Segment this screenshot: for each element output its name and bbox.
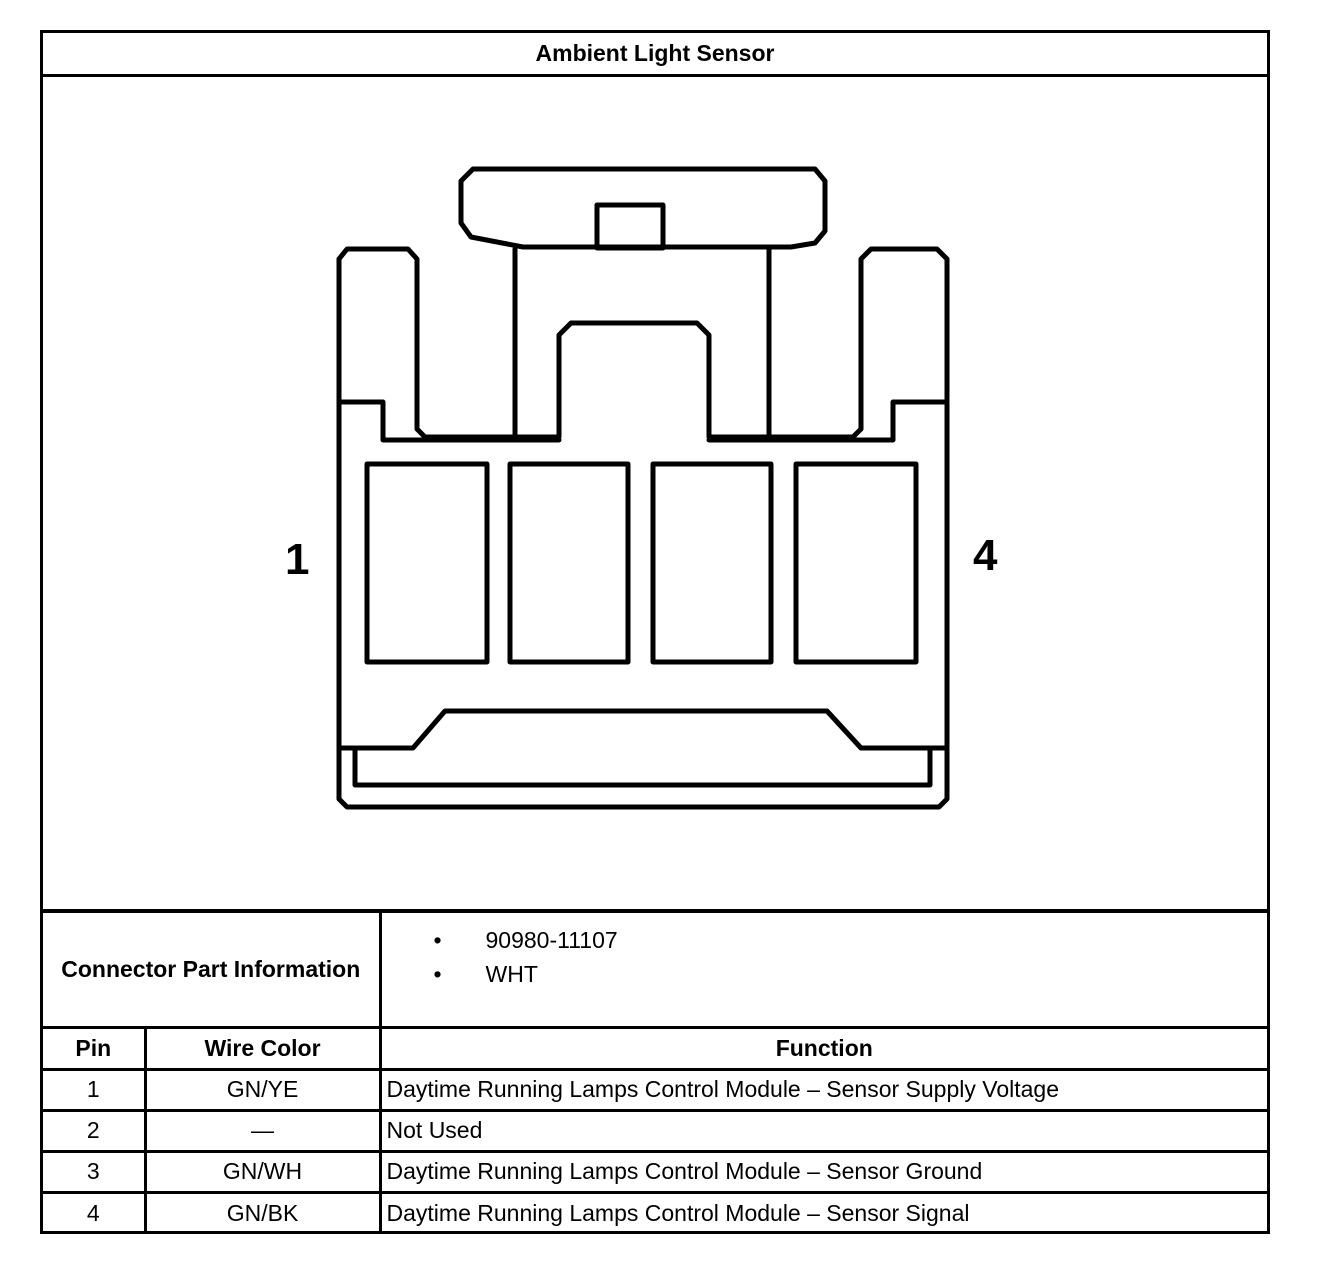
connector-end-view-frame: Ambient Light Sensor [40,30,1270,1234]
header-function: Function [378,1025,1267,1071]
cavity-2 [507,461,631,665]
body-outline [336,256,950,810]
wire-color: GN/YE [143,1067,382,1112]
right-shoulder [706,399,950,443]
latch-top [458,166,828,250]
pin-number: 3 [43,1149,147,1194]
part-number-item: • 90980-11107 [434,923,1267,957]
latch-tab [594,202,666,251]
pin-1-label: 1 [285,535,310,584]
pin-4-label: 4 [973,531,998,580]
cavity-3 [650,461,774,665]
cavity-1 [364,461,490,665]
bottom-rail [352,745,933,788]
diagram-title: Ambient Light Sensor [43,33,1267,77]
table-row: 3 GN/WH Daytime Running Lamps Control Mo… [43,1149,1267,1194]
connector-diagram: 1 4 [43,77,1267,912]
table-row: 4 GN/BK Daytime Running Lamps Control Mo… [43,1190,1267,1233]
wire-color: GN/BK [143,1190,382,1233]
center-housing [512,246,772,440]
left-post [336,246,518,440]
pin-function: Not Used [378,1108,1267,1153]
pin-number: 1 [43,1067,147,1112]
bottom-key [336,708,950,751]
right-post [766,246,950,440]
table-row: 1 GN/YE Daytime Running Lamps Control Mo… [43,1067,1267,1112]
pin-number: 4 [43,1190,147,1233]
table-row: 2 — Not Used [43,1108,1267,1153]
bullet-icon: • [433,961,442,987]
connector-color: WHT [485,961,538,987]
pin-number: 2 [43,1108,147,1153]
connector-part-info-row: Connector Part Information • 90980-11107… [43,909,1267,1029]
wire-color: — [143,1108,382,1153]
pinout-table: Connector Part Information • 90980-11107… [43,909,1267,1233]
connector-color-item: • WHT [434,957,1267,991]
bullet-icon: • [433,927,442,953]
table-header-row: Pin Wire Color Function [43,1025,1267,1071]
connector-part-info-label: Connector Part Information [43,909,382,1029]
left-shoulder [336,399,562,443]
connector-face-drawing [336,166,950,810]
connector-part-info-list: • 90980-11107 • WHT [378,909,1267,1029]
pin-function: Daytime Running Lamps Control Module – S… [378,1190,1267,1233]
cavity-4 [793,461,919,665]
part-number: 90980-11107 [485,927,618,953]
pin-function: Daytime Running Lamps Control Module – S… [378,1067,1267,1112]
header-pin: Pin [43,1025,147,1071]
wire-color: GN/WH [143,1149,382,1194]
pin-function: Daytime Running Lamps Control Module – S… [378,1149,1267,1194]
header-wire-color: Wire Color [143,1025,382,1071]
